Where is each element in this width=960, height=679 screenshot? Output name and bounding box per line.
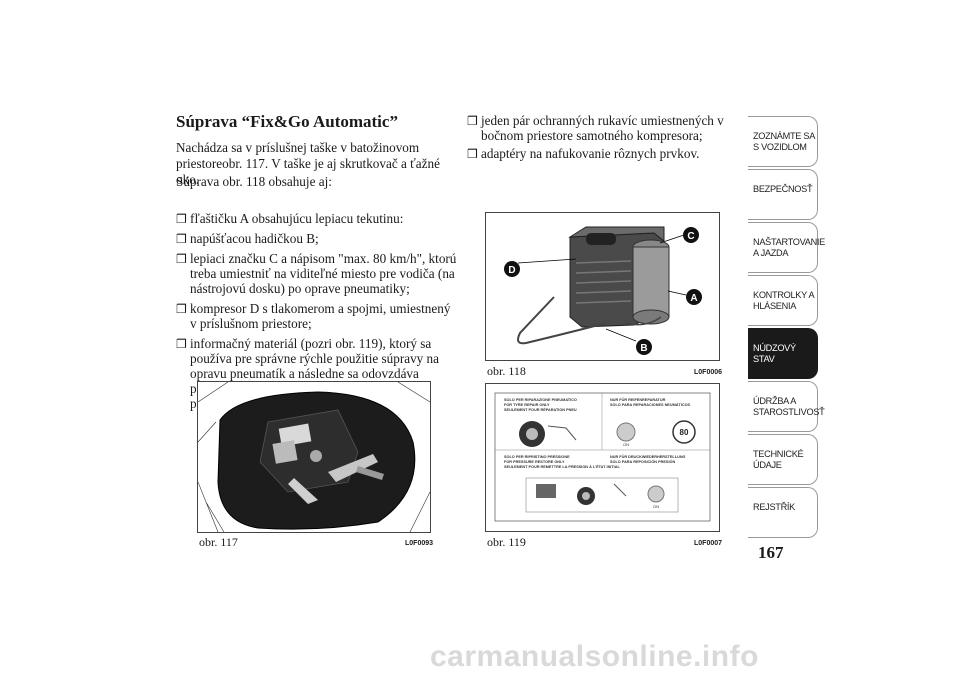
checkbox-bullet-icon: ❒ — [176, 232, 187, 246]
list-item: ❒napúšťacou hadičkou B; — [176, 231, 319, 246]
figure-119-image: SOLO PER RIPARAZIONE PNEUMATICO FOR TYRE… — [485, 383, 720, 532]
svg-text:ON: ON — [623, 442, 629, 447]
figure-119-caption: obr. 119 — [487, 535, 526, 549]
checkbox-bullet-icon: ❒ — [176, 337, 187, 351]
instruction-card-illustration: SOLO PER RIPARAZIONE PNEUMATICO FOR TYRE… — [486, 384, 719, 531]
figure-118-caption: obr. 118 — [487, 364, 526, 378]
intro-paragraph: Nachádza sa v príslušnej taške v batožin… — [176, 140, 440, 187]
svg-text:NUR FÜR REIFENREPARATUR: NUR FÜR REIFENREPARATUR — [610, 397, 666, 402]
label-c: C — [687, 231, 694, 242]
svg-text:FOR TYRE REPAIR ONLY: FOR TYRE REPAIR ONLY — [504, 403, 550, 407]
tab-kontrolky-a-hlasenia[interactable]: KONTROLKY A HLÁSENIA — [748, 275, 818, 326]
svg-text:FOR PRESSURE RESTORE ONLY: FOR PRESSURE RESTORE ONLY — [504, 460, 565, 464]
svg-text:SEULEMENT POUR REMETTRE LA PRE: SEULEMENT POUR REMETTRE LA PRESSION À L'… — [504, 464, 620, 469]
svg-text:SOLO PARA REPOSICIÓN PRESIÓN: SOLO PARA REPOSICIÓN PRESIÓN — [610, 459, 675, 464]
tab-udrzba-a-starostlivost[interactable]: ÚDRŽBA A STAROSTLIVOSŤ — [748, 381, 825, 432]
list-item: ❒fľaštičku A obsahujúcu lepiacu tekutinu… — [176, 211, 404, 226]
chapter-sidebar: ZOZNÁMTE SA S VOZIDLOM BEZPEČNOSŤ NAŠTAR… — [748, 116, 825, 540]
tab-nudzovy-stav[interactable]: NÚDZOVÝ STAV — [748, 328, 818, 379]
tab-bezpecnost[interactable]: BEZPEČNOSŤ — [748, 169, 818, 220]
svg-text:80: 80 — [680, 428, 689, 437]
figure-117-code: L0F0093 — [405, 540, 434, 547]
watermark: carmanualsonline.info — [430, 640, 759, 673]
trunk-kit-illustration — [198, 382, 430, 532]
figure-118-code: L0F0006 — [694, 369, 723, 376]
svg-text:NUR FÜR DRUCKWIEDERHERSTELLUNG: NUR FÜR DRUCKWIEDERHERSTELLUNG — [610, 454, 686, 459]
label-a: A — [690, 293, 697, 304]
checkbox-bullet-icon: ❒ — [176, 212, 187, 226]
svg-text:SEULEMENT POUR RÉPARATION PNEU: SEULEMENT POUR RÉPARATION PNEU — [504, 407, 577, 412]
list-item: ❒jeden pár ochranných rukavíc umiestnený… — [467, 113, 724, 143]
label-d: D — [508, 265, 515, 276]
tab-rejstrik[interactable]: REJSTŘÍK — [748, 487, 818, 538]
figure-118-image: C D A B — [485, 212, 720, 361]
checkbox-bullet-icon: ❒ — [467, 147, 478, 161]
label-b: B — [640, 343, 647, 354]
checkbox-bullet-icon: ❒ — [176, 252, 187, 266]
right-bullet-list: ❒jeden pár ochranných rukavíc umiestnený… — [467, 113, 727, 164]
figure-119-code: L0F0007 — [694, 540, 723, 547]
tab-zoznamte-sa-s-vozidlom[interactable]: ZOZNÁMTE SA S VOZIDLOM — [748, 116, 818, 167]
tab-technicke-udaje[interactable]: TECHNICKÉ ÚDAJE — [748, 434, 818, 485]
svg-text:SOLO PER RIPARAZIONE PNEUMATIC: SOLO PER RIPARAZIONE PNEUMATICO — [504, 398, 577, 402]
section-title: Súprava “Fix&Go Automatic” — [176, 112, 398, 131]
page-number: 167 — [758, 543, 784, 562]
svg-text:SOLO PER RIPRISTINO PRESSIONE: SOLO PER RIPRISTINO PRESSIONE — [504, 455, 570, 459]
compressor-illustration: C D A B — [486, 213, 719, 360]
list-item: ❒kompresor D s tlakomerom a spojmi, umie… — [176, 301, 451, 331]
list-item: ❒adaptéry na nafukovanie rôznych prvkov. — [467, 146, 700, 161]
svg-text:ON: ON — [653, 504, 659, 509]
figure-117-caption: obr. 117 — [199, 535, 238, 549]
svg-text:SOLO PARA REPARACIONES NEUMÁTI: SOLO PARA REPARACIONES NEUMÁTICOS — [610, 402, 691, 407]
figure-117-image — [197, 381, 431, 533]
checkbox-bullet-icon: ❒ — [176, 302, 187, 316]
tab-nastartovanie-a-jazda[interactable]: NAŠTARTOVANIE A JAZDA — [748, 222, 825, 273]
list-item: ❒lepiaci značku C a nápisom "max. 80 km/… — [176, 251, 457, 296]
checkbox-bullet-icon: ❒ — [467, 114, 478, 128]
contents-lead: Súprava obr. 118 obsahuje aj: — [176, 174, 332, 189]
